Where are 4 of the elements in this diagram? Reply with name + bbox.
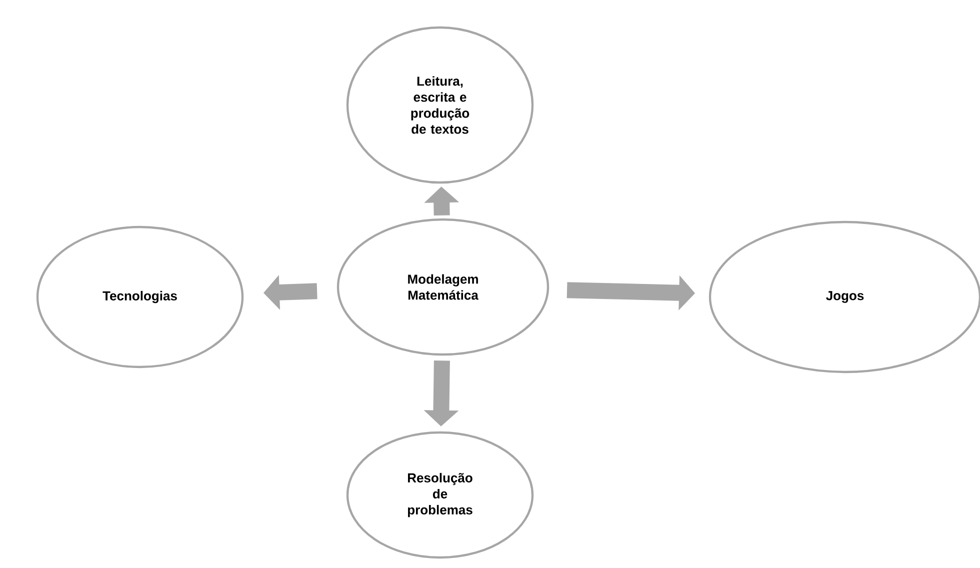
circle-node: Leitura, escrita e produção de textos [346,26,534,184]
circle-node: Tecnologias [36,226,244,368]
circle-node: Modelagem Matemática [336,218,550,356]
circle-node: Resolução de problemas [346,431,534,559]
